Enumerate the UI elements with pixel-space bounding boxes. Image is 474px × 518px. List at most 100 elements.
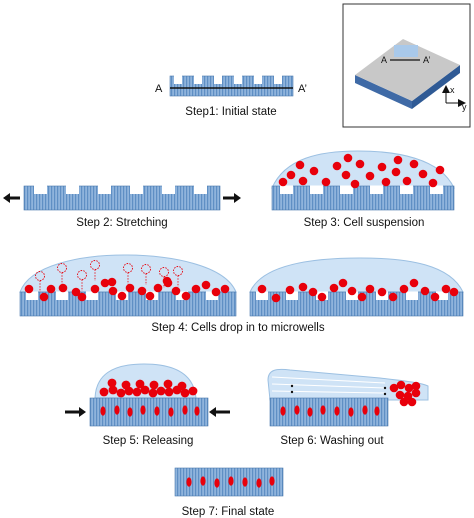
inset-panel: A A’ x y: [342, 3, 471, 128]
substrate-body: [271, 185, 455, 211]
cell: [117, 291, 127, 301]
cell: [125, 283, 135, 293]
cell: [407, 397, 417, 407]
step7-final-state: Step 7: Final state: [174, 467, 284, 518]
inset-label-a: A: [381, 55, 387, 65]
trapped-cell: [256, 478, 262, 488]
cell: [100, 278, 110, 288]
trapped-cell: [348, 407, 354, 417]
cell: [163, 379, 173, 389]
step6-substrate: [269, 397, 389, 427]
step2-substrate: [23, 185, 221, 211]
cell: [39, 292, 49, 302]
cell: [449, 287, 459, 297]
microwell: [174, 75, 182, 84]
microwell: [256, 291, 268, 300]
cell: [164, 387, 174, 397]
step6-cells: [280, 380, 421, 417]
cell: [188, 386, 198, 396]
cell: [341, 170, 351, 180]
step6-wash-flow: [267, 368, 429, 401]
cell: [46, 284, 56, 294]
cell: [135, 379, 145, 389]
trapped-cell: [214, 478, 220, 488]
substrate-body: [23, 185, 221, 211]
trapped-cell: [100, 406, 106, 416]
trapped-cell: [140, 405, 146, 415]
cell: [108, 385, 118, 395]
cell: [211, 287, 221, 297]
cell: [181, 291, 191, 301]
step4-right-substrate: [249, 291, 464, 317]
cell: [58, 283, 68, 293]
inset-axis-x-label: x: [450, 85, 455, 95]
cell: [377, 162, 387, 172]
cell: [180, 388, 190, 398]
microwell: [162, 185, 175, 194]
step7-cells: [186, 476, 275, 488]
cell: [77, 292, 87, 302]
cell: [393, 155, 403, 165]
cell: [399, 397, 409, 407]
step1-caption: Step1: Initial state: [185, 106, 276, 118]
cell: [430, 292, 440, 302]
cell: [140, 385, 150, 395]
cell: [343, 153, 353, 163]
microwell: [98, 185, 111, 194]
trapped-cell: [154, 406, 160, 416]
step5-releasing: Step 5: Releasing: [65, 363, 230, 447]
microwell: [26, 291, 38, 300]
left-arrow: [3, 193, 20, 203]
step4-right-dome: [249, 257, 464, 293]
trapped-cell: [194, 406, 200, 416]
cell: [338, 278, 348, 288]
cell: [156, 386, 166, 396]
step5-substrate: [89, 397, 209, 427]
cell: [357, 292, 367, 302]
cell: [201, 280, 211, 290]
cell: [399, 284, 409, 294]
trapped-cell: [127, 407, 133, 417]
cell: [428, 178, 438, 188]
trapped-cell: [182, 405, 188, 415]
step6-washing-out: Step 6: Washing out: [267, 368, 429, 447]
cell: [286, 170, 296, 180]
microwell: [214, 75, 222, 84]
cell: [377, 287, 387, 297]
cell: [271, 293, 281, 303]
step5-cells: [99, 378, 200, 417]
step6-caption: Step 6: Washing out: [280, 435, 384, 447]
cell: [332, 161, 342, 171]
step5-caption: Step 5: Releasing: [103, 435, 194, 447]
cell: [145, 291, 155, 301]
microwell: [346, 291, 358, 300]
microwell: [254, 75, 262, 84]
trapped-cell: [280, 406, 286, 416]
cell: [191, 284, 201, 294]
cell: [309, 166, 319, 176]
cell: [391, 167, 401, 177]
trapped-cell: [307, 407, 313, 417]
trapped-cell: [374, 406, 380, 416]
cell: [404, 383, 414, 393]
flow-lines: [271, 376, 386, 394]
microwell: [286, 291, 298, 300]
cell: [24, 284, 34, 294]
trapped-cell: [242, 477, 248, 487]
step3-caption: Step 3: Cell suspension: [304, 217, 425, 229]
step3-cell-suspension: Step 3: Cell suspension: [271, 150, 455, 229]
inset-plate-side: [355, 75, 412, 109]
microwell: [194, 185, 207, 194]
microwell: [56, 291, 68, 300]
step4-caption: Step 4: Cells drop in to microwells: [151, 322, 324, 334]
cell: [285, 285, 295, 295]
microwell: [280, 185, 293, 194]
cell: [121, 380, 131, 390]
microwell: [436, 291, 448, 300]
trapped-cell: [228, 476, 234, 486]
trapped-cell: [200, 476, 206, 486]
cell: [308, 287, 318, 297]
step2-caption: Step 2: Stretching: [76, 217, 167, 229]
trapped-cell: [114, 405, 120, 415]
